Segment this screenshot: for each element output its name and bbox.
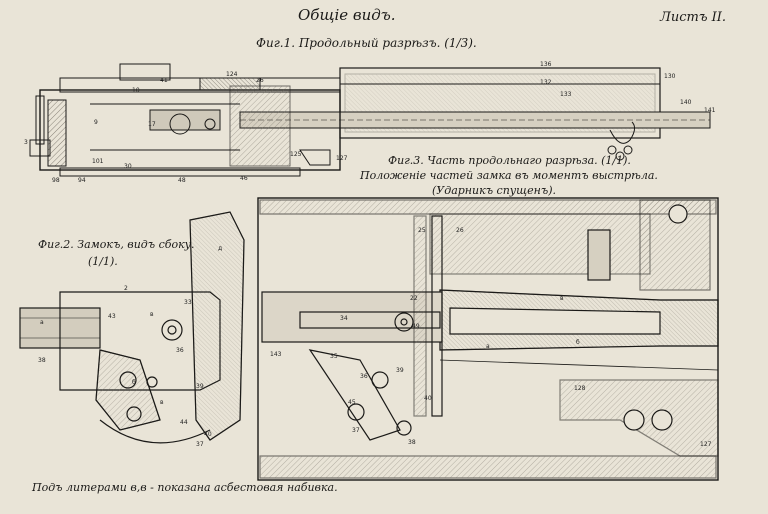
svg-text:38: 38 — [38, 357, 46, 364]
svg-text:127: 127 — [700, 441, 712, 448]
svg-text:130: 130 — [664, 73, 676, 80]
svg-text:140: 140 — [680, 99, 692, 106]
svg-text:101: 101 — [92, 158, 104, 165]
svg-text:37: 37 — [196, 441, 204, 448]
svg-text:10: 10 — [132, 87, 140, 94]
svg-text:в: в — [560, 295, 564, 302]
fig2-lock-side-view — [19, 211, 245, 444]
svg-text:9: 9 — [94, 119, 98, 126]
svg-text:34: 34 — [340, 315, 348, 322]
svg-text:35: 35 — [330, 353, 338, 360]
svg-text:41: 41 — [160, 77, 168, 84]
svg-text:а: а — [40, 319, 44, 326]
svg-text:а: а — [486, 343, 490, 350]
svg-text:39: 39 — [196, 383, 204, 390]
svg-text:в: в — [160, 399, 164, 406]
fig3-caption-line3: (Ударникъ спущенъ). — [432, 184, 557, 197]
svg-text:22: 22 — [410, 295, 418, 302]
svg-text:46: 46 — [240, 175, 248, 182]
svg-text:37: 37 — [352, 427, 360, 434]
fig2-caption-line2: (1/1). — [88, 255, 118, 268]
svg-text:26: 26 — [456, 227, 464, 234]
svg-text:40: 40 — [204, 431, 212, 438]
fig3-caption-line2: Положенiе частей замка въ моментъ выстрѣ… — [360, 169, 658, 182]
fig3-caption-line1: Фиг.3. Часть продольнаго разрѣза. (1/1). — [388, 154, 631, 167]
svg-text:33: 33 — [184, 299, 192, 306]
svg-text:17: 17 — [148, 121, 156, 128]
svg-text:128: 128 — [574, 385, 586, 392]
svg-text:44: 44 — [180, 419, 188, 426]
svg-text:133: 133 — [560, 91, 572, 98]
svg-text:125: 125 — [290, 151, 302, 158]
svg-text:132: 132 — [540, 79, 552, 86]
svg-text:26: 26 — [256, 77, 264, 84]
svg-text:124: 124 — [226, 71, 238, 78]
svg-text:б: б — [576, 339, 580, 346]
fig1-caption: Фиг.1. Продольный разрѣзъ. (1/3). — [256, 36, 477, 50]
svg-text:30: 30 — [124, 163, 132, 170]
fig3-part-labels: 25 26 22 34 35 45 36 37 38 39 40 143 49 … — [270, 227, 712, 448]
svg-text:д: д — [218, 245, 222, 252]
svg-text:94: 94 — [78, 177, 86, 184]
svg-text:36: 36 — [176, 347, 184, 354]
svg-text:2: 2 — [124, 285, 128, 292]
fig2-part-labels: а б в в д 2 43 38 44 36 39 33 37 40 — [38, 245, 222, 448]
svg-text:141: 141 — [704, 107, 716, 114]
svg-text:98: 98 — [52, 177, 60, 184]
sheet-title: Общiе видъ. — [298, 6, 396, 24]
svg-text:49: 49 — [412, 323, 420, 330]
svg-text:127: 127 — [336, 155, 348, 162]
fig2-caption-line1: Фиг.2. Замокъ, видъ сбоку. — [38, 238, 195, 251]
fig1-longitudinal-section — [29, 63, 711, 177]
svg-text:3: 3 — [24, 139, 28, 146]
footnote: Подъ литерами в,в - показана асбестовая … — [32, 481, 338, 494]
svg-text:39: 39 — [396, 367, 404, 374]
fig1-part-labels: 101 136 132 133 130 140 141 127 125 30 4… — [24, 61, 716, 184]
svg-text:в: в — [150, 311, 154, 318]
sheet-number: Листъ II. — [660, 10, 727, 25]
svg-text:143: 143 — [270, 351, 282, 358]
svg-text:136: 136 — [540, 61, 552, 68]
svg-text:36: 36 — [360, 373, 368, 380]
svg-text:б: б — [132, 379, 136, 386]
svg-text:43: 43 — [108, 313, 116, 320]
svg-text:25: 25 — [418, 227, 426, 234]
svg-text:38: 38 — [408, 439, 416, 446]
fig3-partial-section — [257, 197, 719, 481]
svg-text:40: 40 — [424, 395, 432, 402]
svg-text:48: 48 — [178, 177, 186, 184]
svg-text:45: 45 — [348, 399, 356, 406]
